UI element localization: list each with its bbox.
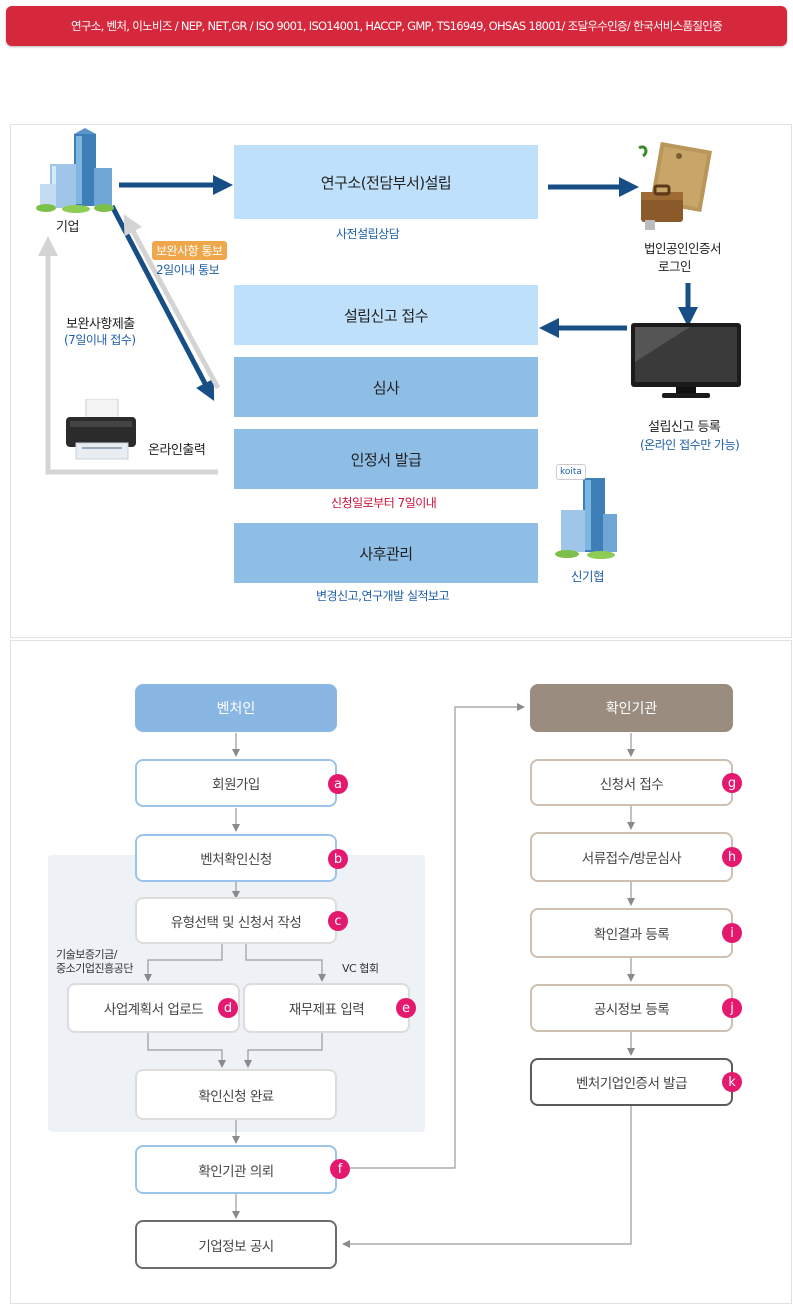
venture-header-label: 벤처인 [216,701,256,717]
venture-header: 벤처인 [135,684,337,732]
koita-logo: koita [556,464,586,480]
step-inspect-label: 서류접수/방문심사 [581,851,682,867]
monitor-icon [631,323,741,398]
step-complete-label: 확인신청 완료 [198,1088,274,1105]
step-type-select-label: 유형선택 및 신청서 작성 [170,914,302,931]
badge-a: a [328,774,348,794]
branch-left-line1: 기술보증기금/ [56,948,117,961]
online-report-note: (온라인 접수만 가능) [640,438,740,452]
cert-login-line1: 법인공인인증서 [644,241,722,256]
notice-days: 2일이내 통보 [156,263,220,277]
badge-f: f [330,1159,350,1179]
company-building-icon [36,128,114,213]
banner-text: 연구소, 벤처, 이노비즈 / NEP, NET,GR / ISO 9001, … [71,19,723,33]
agency-header-label: 확인기관 [605,701,658,717]
stage-report-label: 설립신고 접수 [343,306,429,325]
printer-icon [66,399,136,460]
step-notice-label: 공시정보 등록 [593,1002,670,1018]
step-plan-upload: 사업계획서 업로드 [67,983,240,1033]
step-join: 회원가입 [135,759,337,807]
step-register: 확인결과 등록 [530,908,733,958]
step-type-select: 유형선택 및 신청서 작성 [135,897,337,944]
step-apply-label: 벤처확인신청 [200,852,272,868]
branch-left-line2: 중소기업진흥공단 [56,962,133,975]
badge-b: b [328,849,348,869]
koita-building-icon [555,478,617,559]
step-inspect: 서류접수/방문심사 [530,832,733,882]
badge-e: e [396,998,416,1018]
step-finance-input-label: 재무제표 입력 [288,1002,365,1018]
stage-establish: 연구소(전담부서)설립 [234,145,538,219]
step-request-label: 확인기관 의뢰 [198,1163,274,1180]
step-receive: 신청서 접수 [530,759,733,806]
supplement-title: 보완사항제출 [66,317,135,332]
stage-review-label: 심사 [372,378,400,397]
supplement-days: (7일이내 접수) [64,333,136,347]
badge-c: c [328,911,348,931]
process-connectors [38,175,698,475]
print-label: 온라인출력 [148,443,206,458]
badge-h: h [722,847,742,867]
stage-manage: 사후관리 [234,523,538,583]
stage-issue-label: 인정서 발급 [350,450,422,469]
stage-manage-label: 사후관리 [359,544,413,563]
manage-note: 변경신고,연구개발 실적보고 [316,589,450,603]
step-notice: 공시정보 등록 [530,984,733,1032]
issue-note: 신청일로부터 7일이내 [331,496,437,510]
koita-label: 신기협 [571,569,605,584]
step-publish-label: 기업정보 공시 [198,1238,274,1255]
cert-banner: 연구소, 벤처, 이노비즈 / NEP, NET,GR / ISO 9001, … [6,6,787,46]
step-finance-input: 재무제표 입력 [243,983,410,1033]
badge-d: d [218,998,238,1018]
step-receive-label: 신청서 접수 [599,776,664,793]
badge-g: g [722,773,742,793]
online-report-title: 설립신고 등록 [648,420,721,435]
badge-i: i [722,923,742,943]
step-register-label: 확인결과 등록 [593,927,670,943]
branch-right: VC 협회 [342,962,379,975]
step-apply: 벤처확인신청 [135,834,337,882]
stage-review: 심사 [234,357,538,417]
stage-issue: 인정서 발급 [234,429,538,489]
agency-header: 확인기관 [530,684,733,732]
step-complete: 확인신청 완료 [135,1069,337,1120]
company-label: 기업 [56,220,79,235]
badge-j: j [722,998,742,1018]
step-certificate: 벤처기업인증서 발급 [530,1058,733,1106]
stage-establish-label: 연구소(전담부서)설립 [320,173,452,192]
stage-report: 설립신고 접수 [234,285,538,345]
step-certificate-label: 벤처기업인증서 발급 [575,1076,688,1092]
notice-tag: 보완사항 통보 [152,241,227,260]
certificate-envelope-icon [638,142,712,230]
step-request: 확인기관 의뢰 [135,1145,337,1194]
badge-k: k [722,1072,742,1092]
step-plan-upload-label: 사업계획서 업로드 [103,1002,204,1018]
cert-login-line2: 로그인 [658,259,692,274]
step-join-label: 회원가입 [212,777,260,793]
step-publish: 기업정보 공시 [135,1220,337,1269]
consult-caption: 사전설립상담 [336,227,400,241]
